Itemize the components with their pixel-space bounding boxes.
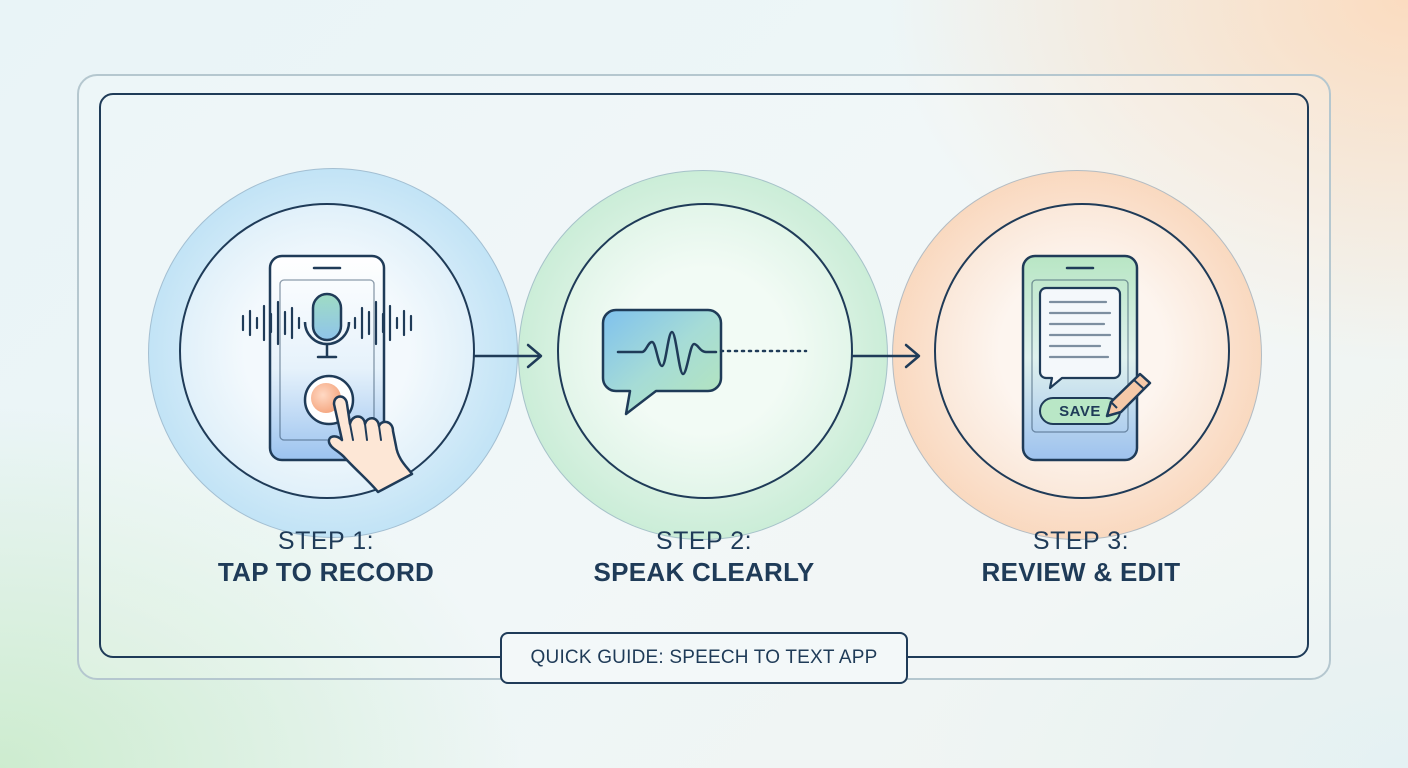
- save-label: SAVE: [1059, 402, 1101, 420]
- step-2-label: STEP 2:: [655, 527, 753, 555]
- arrow-right-icon: [474, 343, 543, 369]
- save-button[interactable]: SAVE: [1039, 397, 1121, 425]
- step-2-title: SPEAK CLEARLY: [593, 557, 815, 587]
- guide-title-box: QUICK GUIDE: SPEECH TO TEXT APP: [500, 632, 908, 684]
- arrow-right-icon: [852, 343, 921, 369]
- speech-bubble-waveform-icon: [601, 308, 808, 416]
- guide-title: QUICK GUIDE: SPEECH TO TEXT APP: [530, 647, 878, 668]
- phone-document-edit-icon: [1021, 254, 1139, 462]
- step-3-label: STEP 3:: [1032, 527, 1130, 555]
- step-1-label: STEP 1:: [277, 527, 375, 555]
- step-3-title: REVIEW & EDIT: [981, 557, 1181, 587]
- step-1-title: TAP TO RECORD: [217, 557, 435, 587]
- phone-record-icon: [241, 254, 414, 494]
